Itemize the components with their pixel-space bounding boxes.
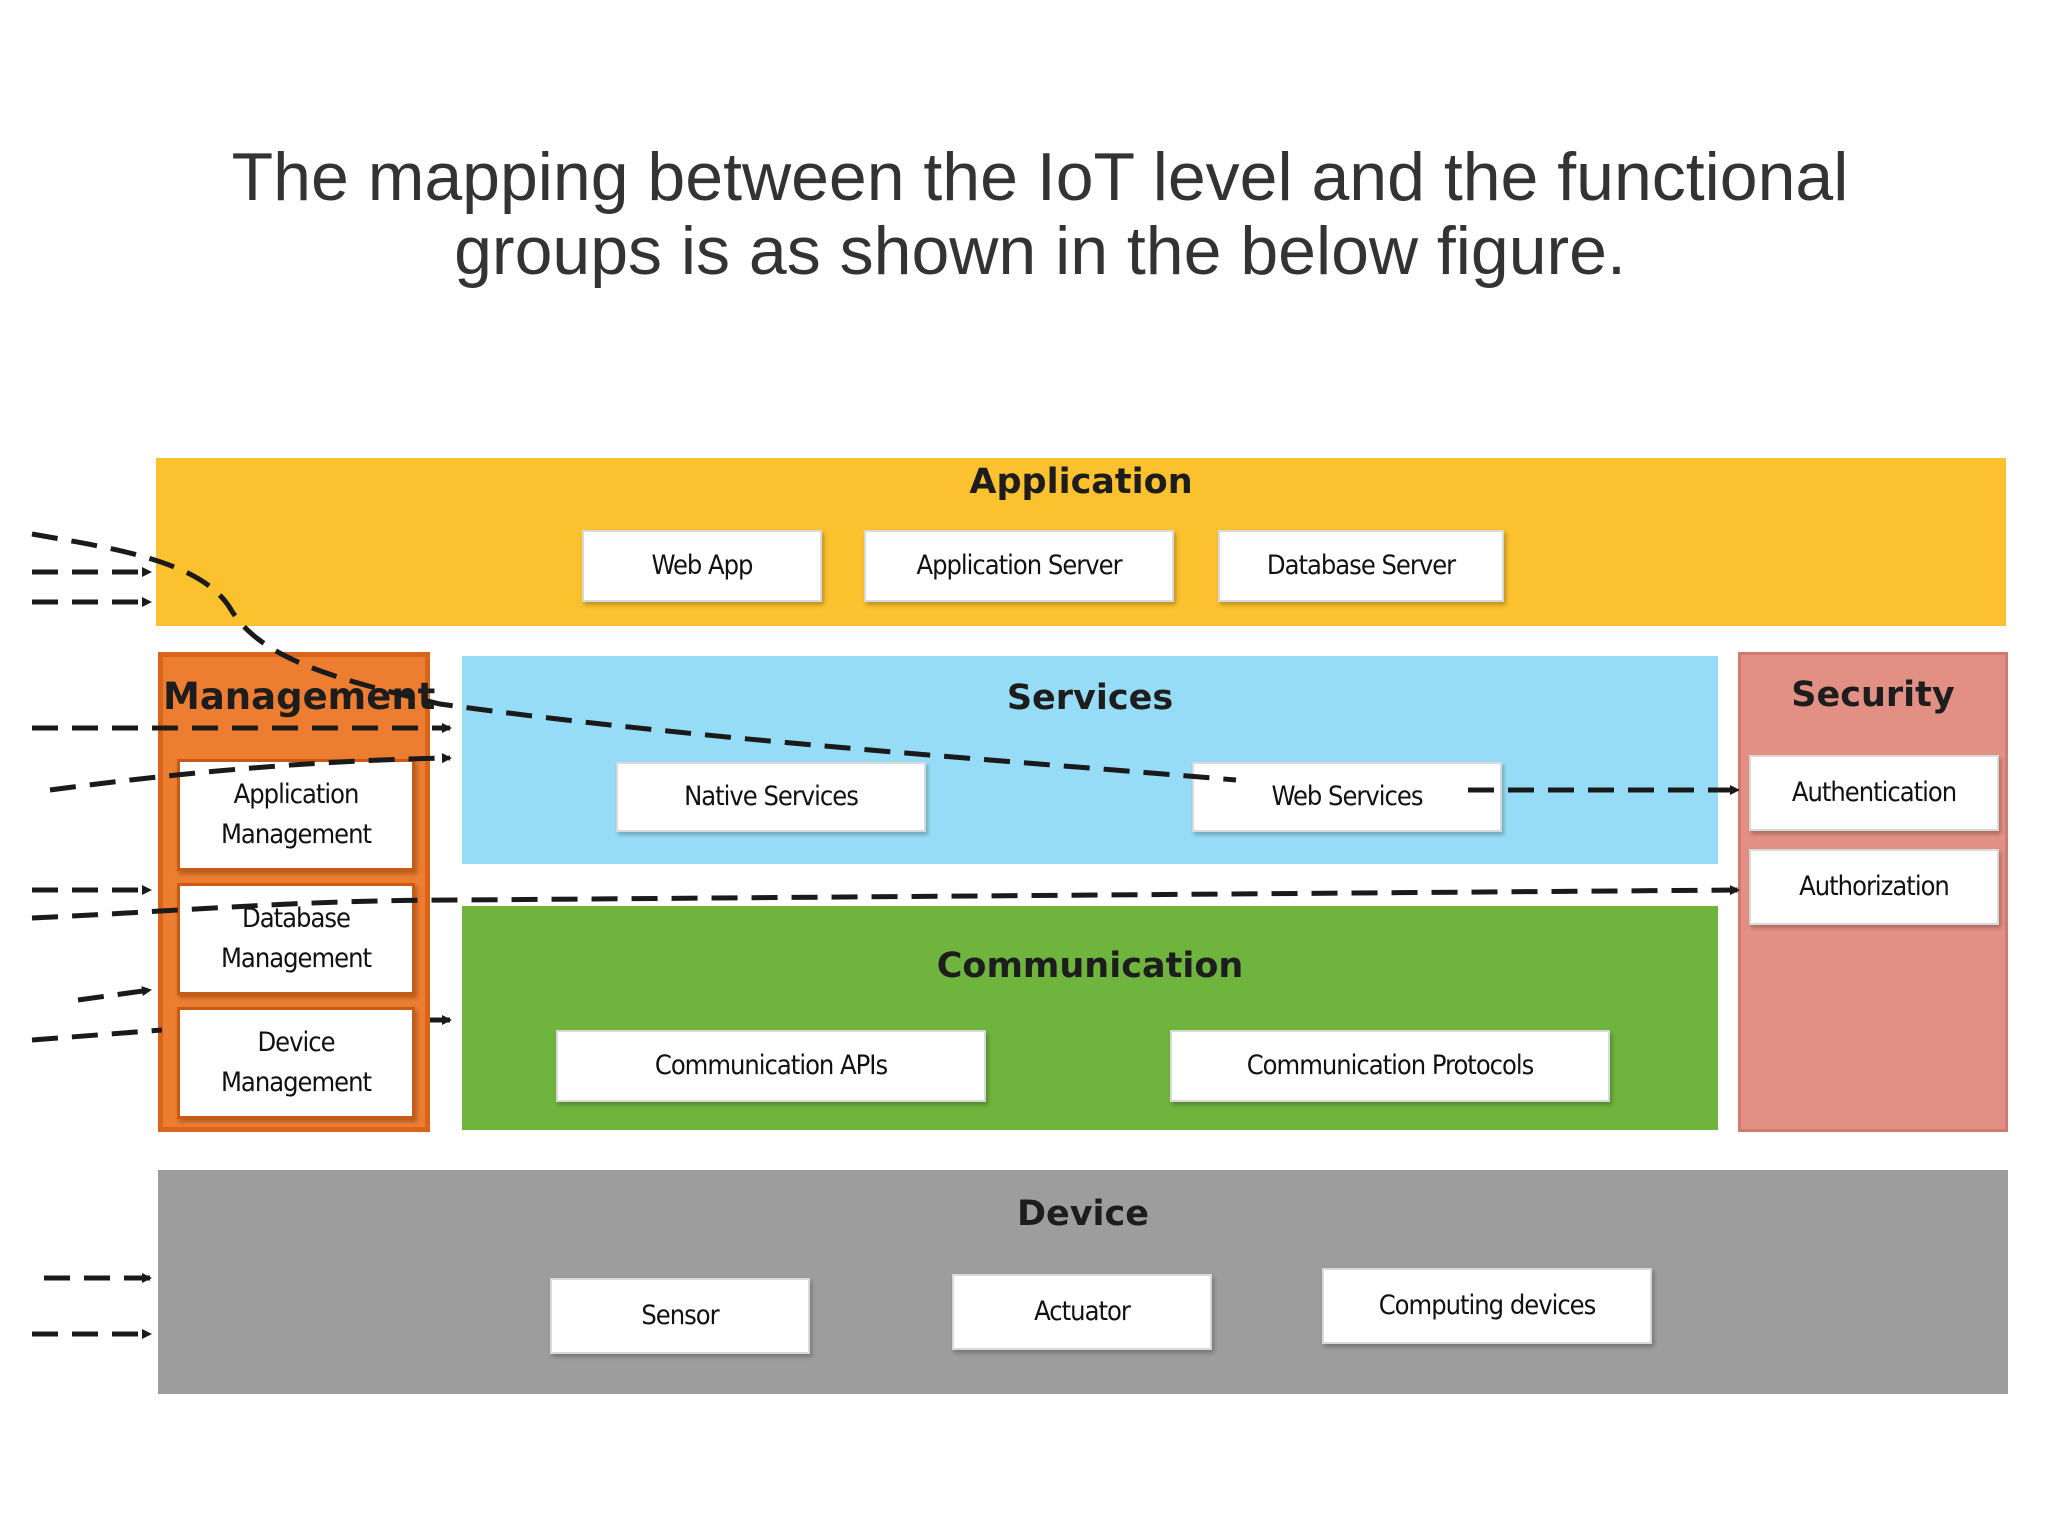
security-layer: Security Authentication Authorization	[1738, 652, 2008, 1132]
device-layer-title: Device	[1016, 1194, 1150, 1234]
database-server-box: Database Server	[1218, 530, 1504, 602]
device-management-box: Device Management	[177, 1007, 415, 1119]
management-layer: Management Application Management Databa…	[158, 652, 436, 1132]
caption-line-1: The mapping between the IoT level and th…	[231, 139, 1849, 215]
authorization-box: Authorization	[1749, 849, 1999, 925]
native-services-box: Native Services	[616, 762, 926, 832]
device-layer: Device Sensor Actuator Computing devices	[158, 1170, 2008, 1394]
database-management-box: Database Management	[177, 883, 415, 995]
communication-apis-box: Communication APIs	[556, 1030, 986, 1102]
web-app-box: Web App	[582, 530, 822, 602]
communication-layer: Communication Communication APIs Communi…	[462, 906, 1718, 1130]
authentication-box: Authentication	[1749, 755, 1999, 831]
application-layer-title: Application	[969, 462, 1193, 502]
management-layer-title: Management	[163, 675, 436, 718]
application-layer: Application Web App Application Server D…	[156, 458, 2006, 626]
communication-protocols-box: Communication Protocols	[1170, 1030, 1610, 1102]
actuator-box: Actuator	[952, 1274, 1212, 1350]
sensor-box: Sensor	[550, 1278, 810, 1354]
caption-line-2: groups is as shown in the below figure.	[454, 213, 1626, 289]
communication-layer-title: Communication	[936, 946, 1244, 986]
services-layer: Services Native Services Web Services	[462, 656, 1718, 864]
arrow-to-device-management-2	[31, 1027, 163, 1043]
arrow-to-device-management-1	[77, 986, 152, 1003]
security-layer-title: Security	[1791, 675, 1955, 715]
application-server-box: Application Server	[864, 530, 1174, 602]
services-layer-title: Services	[1006, 678, 1174, 718]
computing-devices-box: Computing devices	[1322, 1268, 1652, 1344]
application-management-box: Application Management	[177, 759, 415, 871]
web-services-box: Web Services	[1192, 762, 1502, 832]
caption: The mapping between the IoT level and th…	[0, 140, 2048, 288]
